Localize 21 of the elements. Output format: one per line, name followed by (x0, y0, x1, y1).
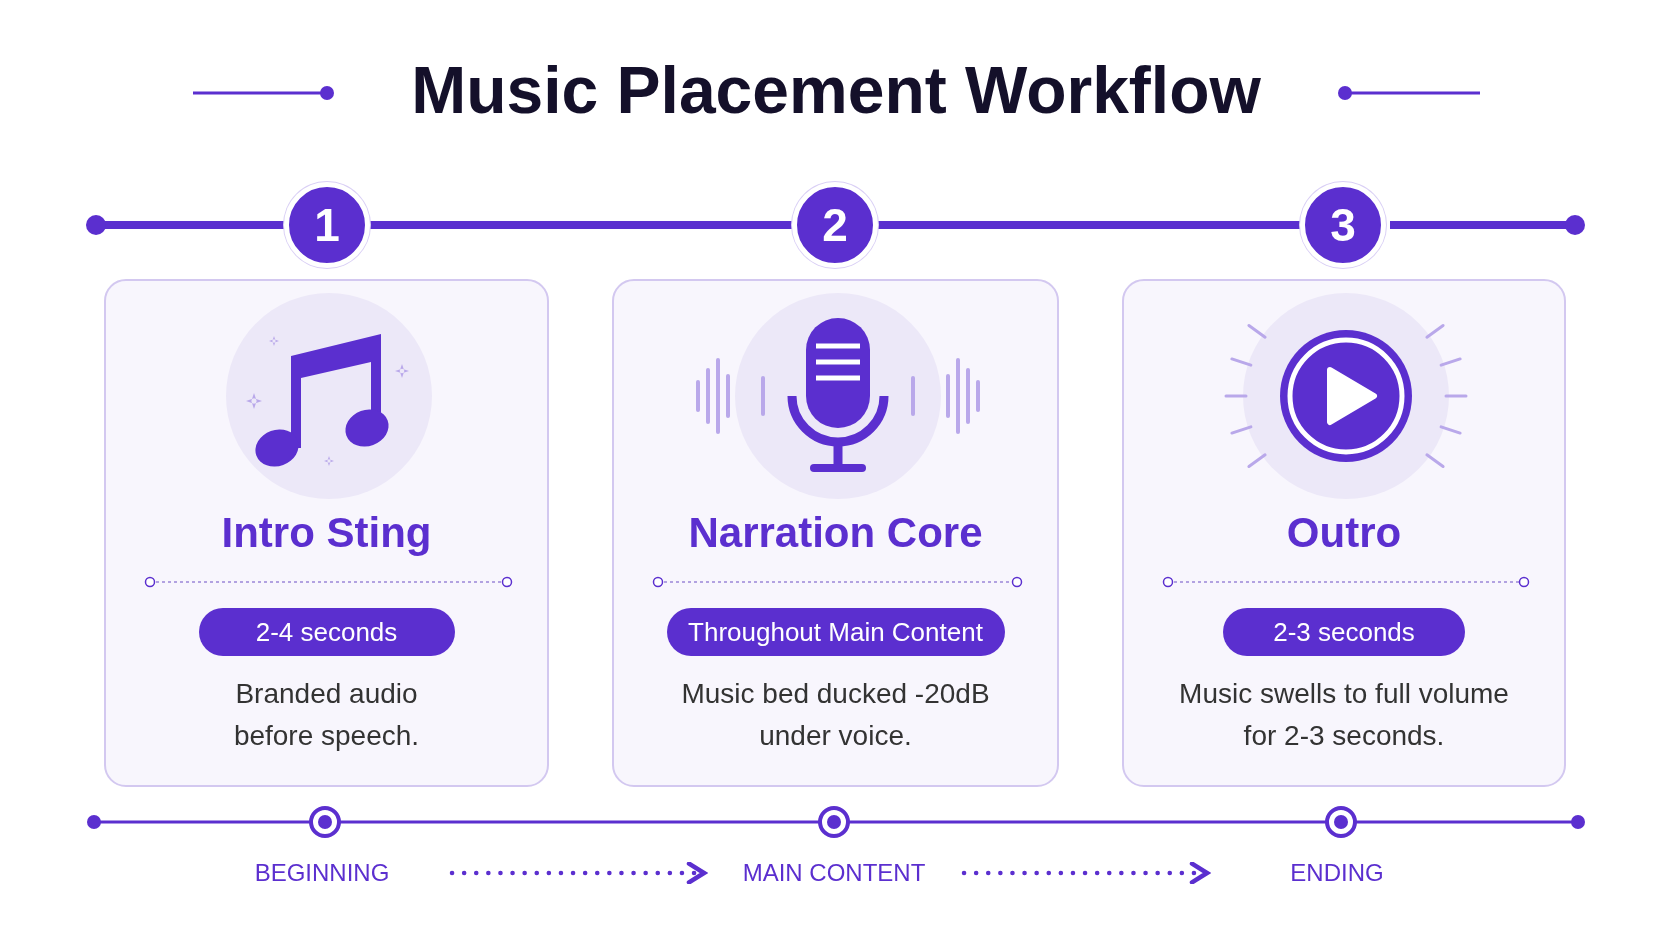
duration-pill: 2-4 seconds (198, 608, 455, 656)
step-card (612, 279, 1059, 787)
dotted-arrow (449, 861, 707, 885)
step-description: Branded audio before speech. (232, 677, 421, 753)
step-card (1122, 279, 1566, 787)
duration-pill: Throughout Main Content (666, 608, 1005, 656)
step-number-circle: 3 (1300, 182, 1386, 268)
title: Music Placement Workflow (411, 53, 1261, 127)
phase-label: ENDING (1290, 859, 1384, 887)
step-title: Narration Core (687, 509, 984, 557)
step-number-circle: 1 (284, 182, 370, 268)
step-title: Intro Sting (220, 509, 433, 557)
step-description: Music bed ducked -20dB under voice. (680, 677, 991, 753)
step-card (104, 279, 549, 787)
phase-label: BEGINNING (254, 859, 390, 887)
dotted-arrow (961, 861, 1210, 885)
step-number-circle: 2 (792, 182, 878, 268)
phase-label: MAIN CONTENT (742, 859, 926, 887)
duration-pill: 2-3 seconds (1223, 608, 1465, 656)
step-description: Music swells to full volume for 2-3 seconds. (1178, 677, 1510, 753)
step-title: Outro (1285, 509, 1403, 557)
